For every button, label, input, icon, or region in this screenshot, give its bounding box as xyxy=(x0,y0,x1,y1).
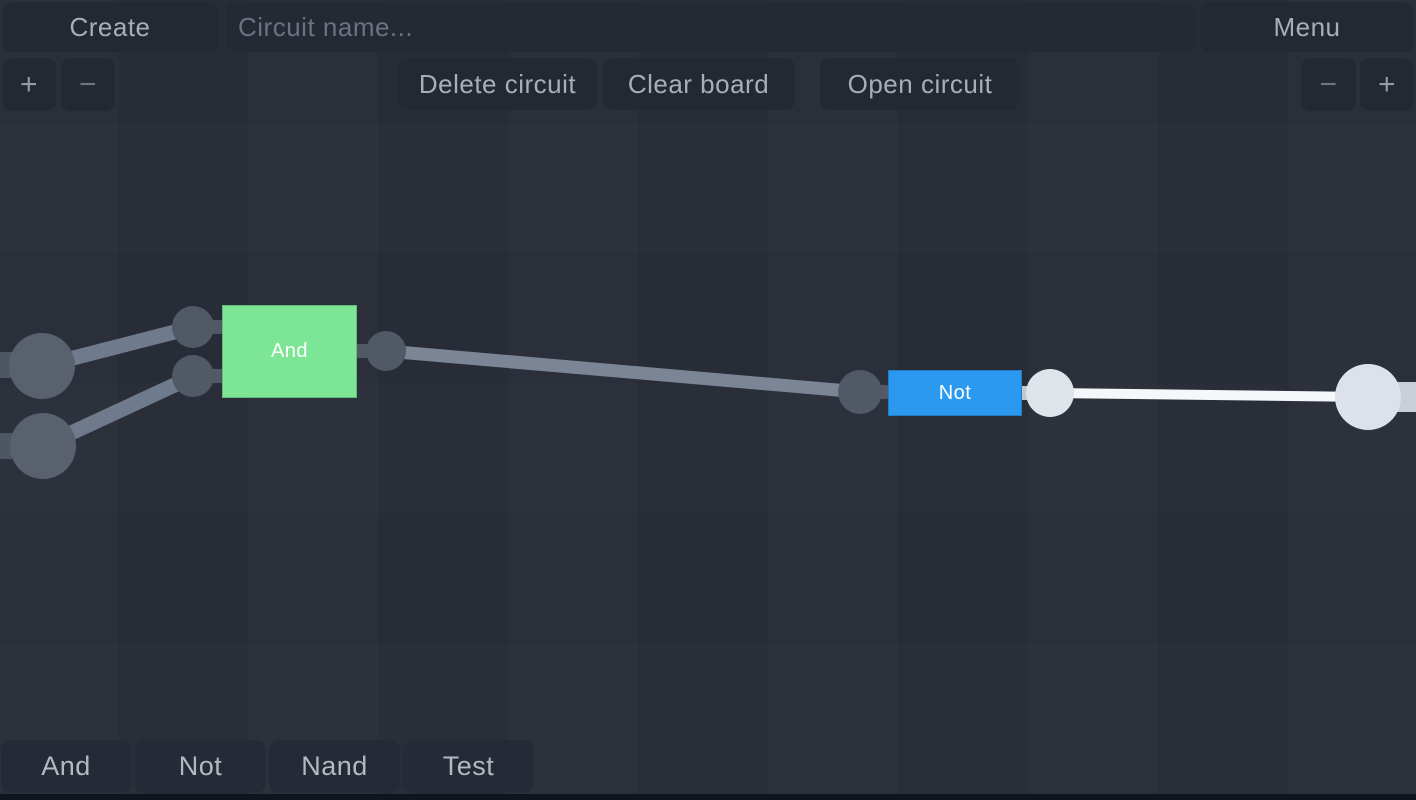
palette-item-and[interactable]: And xyxy=(1,740,131,793)
gate-and-label: And xyxy=(270,340,309,362)
zoom-in-button-left[interactable]: + xyxy=(2,58,56,111)
output-node[interactable] xyxy=(1335,364,1401,430)
input-switch-2[interactable] xyxy=(10,413,76,479)
gate-not[interactable]: Not xyxy=(888,370,1022,416)
and-input-pin-1[interactable] xyxy=(172,306,214,348)
menu-button[interactable]: Menu xyxy=(1200,2,1414,52)
open-circuit-button[interactable]: Open circuit xyxy=(820,58,1020,110)
palette-item-nand[interactable]: Nand xyxy=(269,740,400,793)
and-output-pin[interactable] xyxy=(366,331,406,371)
zoom-out-button-right[interactable]: − xyxy=(1301,58,1356,111)
wire-not-to-output[interactable] xyxy=(1049,388,1369,402)
not-input-pin[interactable] xyxy=(838,370,882,414)
wire-and-to-not[interactable] xyxy=(385,344,861,399)
clear-board-button[interactable]: Clear board xyxy=(602,58,795,110)
gate-not-label: Not xyxy=(938,381,972,404)
palette-item-not[interactable]: Not xyxy=(135,740,266,793)
palette-item-test[interactable]: Test xyxy=(403,740,534,793)
delete-circuit-button[interactable]: Delete circuit xyxy=(398,58,597,110)
and-input-pin-2[interactable] xyxy=(172,355,214,397)
bottom-strip xyxy=(0,794,1416,800)
gate-and[interactable]: And xyxy=(222,305,357,398)
not-output-pin[interactable] xyxy=(1026,369,1074,417)
zoom-in-button-right[interactable]: + xyxy=(1360,58,1414,111)
circuit-name-input[interactable] xyxy=(226,2,1195,52)
input-switch-1[interactable] xyxy=(9,333,75,399)
create-button[interactable]: Create xyxy=(2,2,218,52)
zoom-out-button-left[interactable]: − xyxy=(61,58,115,111)
